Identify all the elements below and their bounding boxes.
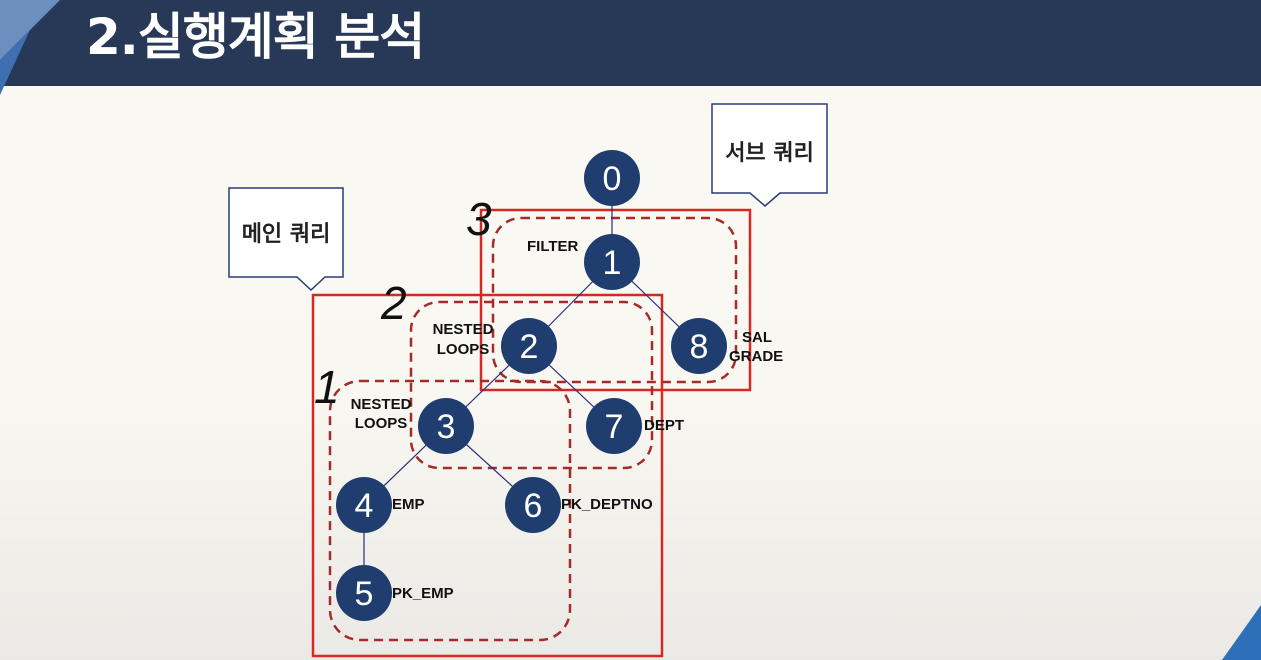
node-8-number: 8 — [690, 328, 709, 366]
group-number-2: 2 — [381, 277, 407, 329]
main-query-box — [311, 293, 664, 658]
sub-query-box — [479, 208, 752, 392]
node-1-label: FILTER — [527, 238, 579, 255]
group-number-3: 3 — [466, 193, 492, 245]
sub-query-label: 서브 쿼리 — [725, 141, 814, 166]
node-0: 0 — [584, 150, 640, 206]
node-1-number: 1 — [603, 244, 622, 282]
node-5-label: PK_EMP — [392, 585, 454, 602]
node-3-number: 3 — [437, 408, 456, 446]
node-8: 8 — [671, 318, 727, 374]
group-1-box — [328, 379, 572, 642]
node-2-label-line2: LOOPS — [436, 341, 490, 358]
main-query-label: 메인 쿼리 — [241, 222, 331, 247]
node-6: 6 — [505, 477, 561, 533]
node-7: 7 — [586, 398, 642, 454]
node-4-label: EMP — [392, 496, 425, 513]
node-4: 4 — [336, 477, 392, 533]
node-6-number: 6 — [524, 487, 543, 525]
group-number-1: 1 — [314, 361, 340, 413]
node-7-label: DEPT — [644, 417, 685, 434]
main-query-callout-box — [228, 187, 344, 292]
node-8-label-line2: GRADE — [729, 348, 784, 365]
node-5-number: 5 — [355, 575, 374, 613]
node-2-label-line1: NESTED — [432, 321, 494, 338]
node-7-number: 7 — [605, 408, 624, 446]
group-2-box — [409, 300, 654, 470]
node-5: 5 — [336, 565, 392, 621]
node-2: 2 — [501, 318, 557, 374]
group-3-box — [491, 216, 738, 384]
corner-accent-bottom-right — [1222, 605, 1261, 660]
node-0-number: 0 — [603, 160, 622, 198]
header-bar — [0, 0, 1261, 86]
node-1: 1 — [584, 234, 640, 290]
node-3-label-line2: LOOPS — [354, 415, 408, 432]
node-2-number: 2 — [520, 328, 539, 366]
node-4-number: 4 — [355, 487, 374, 525]
node-6-label: PK_DEPTNO — [561, 496, 653, 513]
slide-title: 2.실행계획 분석 — [86, 8, 425, 66]
node-3: 3 — [418, 398, 474, 454]
corner-accent-top-left-2 — [0, 30, 30, 95]
sub-query-callout-box — [711, 103, 828, 207]
node-3-label-line1: NESTED — [350, 396, 412, 413]
node-8-label-line1: SAL — [742, 329, 772, 346]
